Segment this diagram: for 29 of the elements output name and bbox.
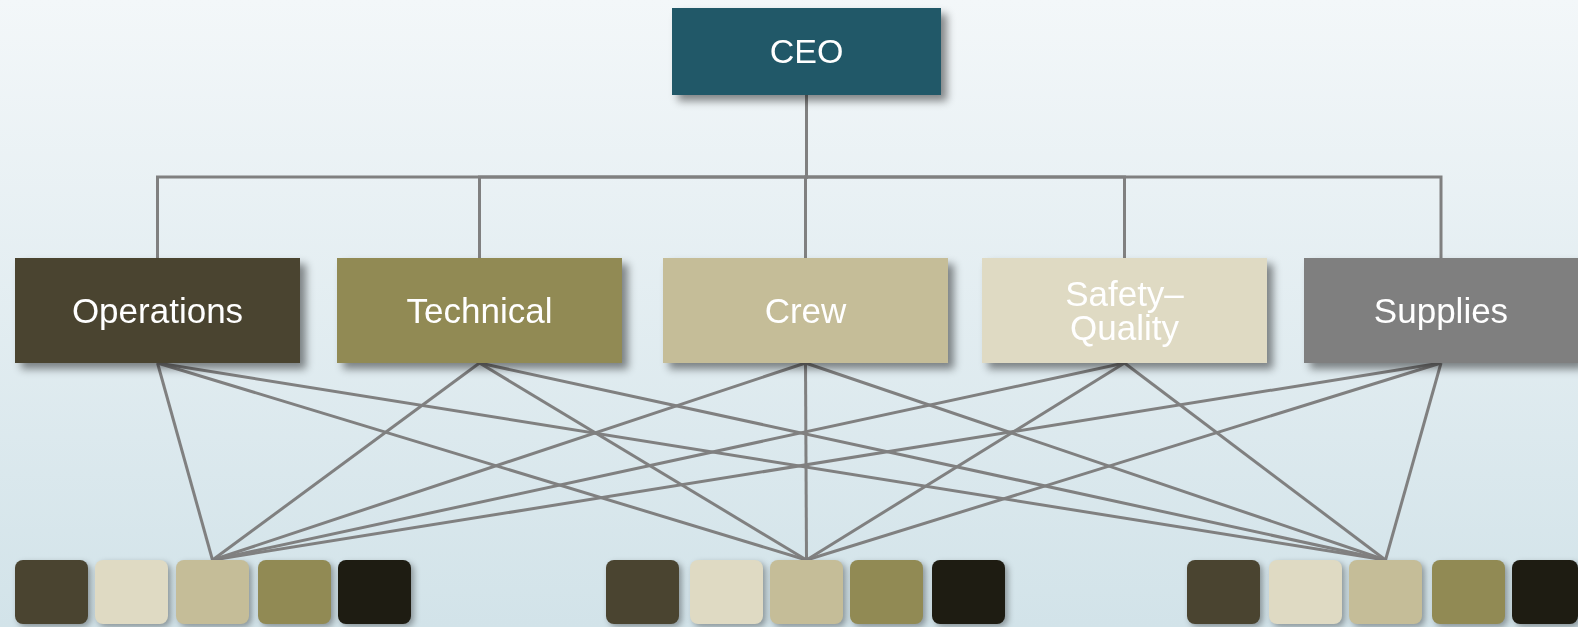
department-box: [15, 258, 300, 363]
department-box: [663, 258, 948, 363]
box-label: Supplies: [1373, 293, 1509, 328]
department-box: [337, 258, 622, 363]
connector-line: [1384, 362, 1443, 561]
connector-line: [804, 363, 808, 560]
color-square: [15, 560, 88, 624]
box-label: CEO: [769, 31, 844, 73]
color-square: [1269, 560, 1342, 624]
color-square: [1512, 560, 1578, 624]
department-box: [982, 258, 1267, 363]
color-square: [95, 560, 168, 624]
color-square: [690, 560, 763, 624]
color-square: [258, 560, 331, 624]
color-square: [176, 560, 249, 624]
box-label: Crew: [764, 293, 847, 328]
color-square: [850, 560, 923, 624]
box-label: Technical: [406, 293, 553, 328]
ceo-box: [672, 8, 941, 95]
color-square: [1349, 560, 1422, 624]
box-label: Operations: [71, 293, 244, 328]
color-square: [770, 560, 843, 624]
color-square: [932, 560, 1005, 624]
connector-line: [156, 362, 214, 561]
color-square: [606, 560, 679, 624]
color-square: [338, 560, 411, 624]
color-square: [1187, 560, 1260, 624]
department-box: [1304, 258, 1578, 363]
color-square: [1432, 560, 1505, 624]
